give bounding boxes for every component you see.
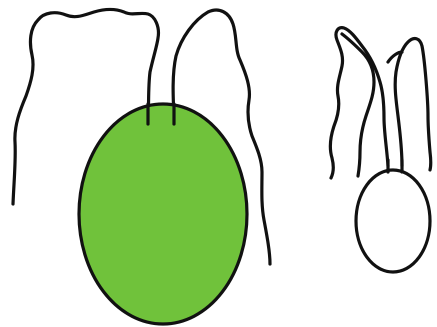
white-cell xyxy=(330,28,430,272)
green-cell xyxy=(13,9,270,324)
white-cell-body xyxy=(356,170,430,272)
white-cell-right-flagellum xyxy=(395,39,431,170)
green-cell-body xyxy=(79,104,247,324)
